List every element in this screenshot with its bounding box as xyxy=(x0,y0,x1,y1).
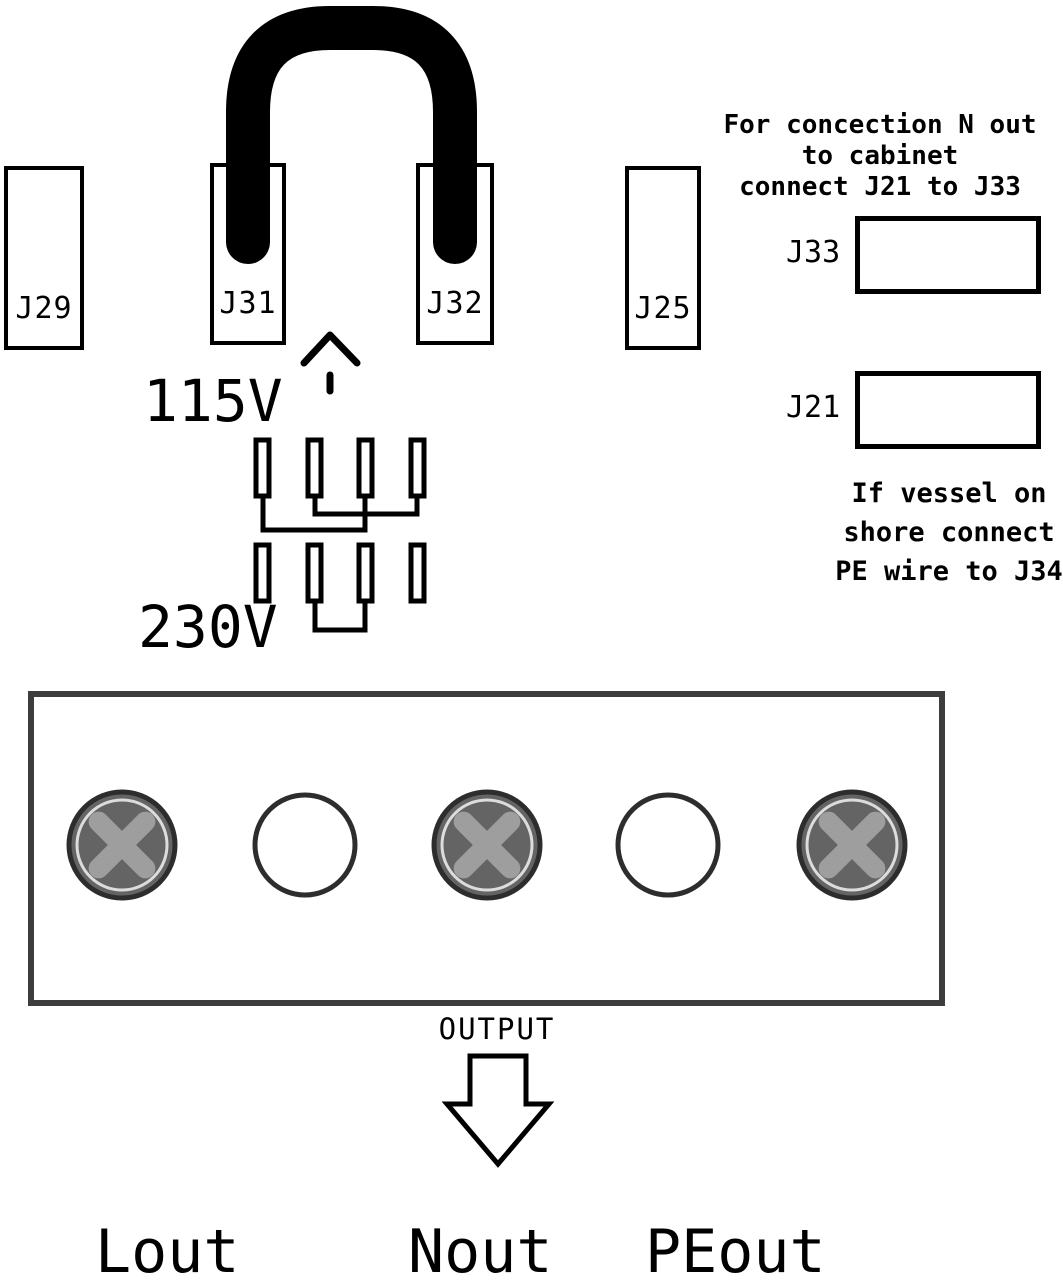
links-230v xyxy=(312,601,368,633)
connector-j25: J25 xyxy=(625,166,701,350)
note-top-line-3: connect J21 to J33 xyxy=(739,172,1021,202)
jumper-wire-icon xyxy=(226,6,477,264)
connector-j31-label: J31 xyxy=(219,286,277,321)
screw-icon xyxy=(796,789,908,901)
up-arrow-icon xyxy=(300,331,361,395)
connector-j25-label: J25 xyxy=(634,291,692,326)
links-115v xyxy=(260,496,420,533)
note-top-line-1: For concection N out xyxy=(723,110,1037,140)
output-label: OUTPUT xyxy=(438,1012,556,1046)
note-bottom-line-3: PE wire to J34 xyxy=(835,556,1063,587)
screw-icon xyxy=(431,789,543,901)
pin-row-115v xyxy=(253,437,427,499)
note-bottom-line-1: If vessel on xyxy=(851,478,1047,509)
terminal-lout-label: Lout xyxy=(95,1217,240,1287)
connector-j33-label: J33 xyxy=(786,235,841,270)
terminal-holes xyxy=(66,789,908,901)
connector-j29: J29 xyxy=(4,166,84,350)
note-pe-wire-j34: If vessel on shore connect PE wire to J3… xyxy=(833,474,1063,591)
terminal-hole xyxy=(615,792,721,898)
note-connect-j21-j33: For concection N out to cabinet connect … xyxy=(700,110,1060,203)
terminal-peout-label: PEout xyxy=(645,1217,826,1287)
down-arrow-icon xyxy=(441,1053,555,1168)
pin-row-230v xyxy=(253,542,427,604)
screw-icon xyxy=(66,789,178,901)
connector-j32-label: J32 xyxy=(426,286,484,321)
voltage-230v-label: 230V xyxy=(138,593,278,661)
note-top-line-2: to cabinet xyxy=(801,141,959,171)
connector-j21-label: J21 xyxy=(786,390,841,425)
note-bottom-line-2: shore connect xyxy=(843,517,1055,548)
jumper-pins xyxy=(253,437,427,633)
connector-j21 xyxy=(855,371,1041,449)
connector-j29-label: J29 xyxy=(15,291,73,326)
terminal-nout-label: Nout xyxy=(408,1217,553,1287)
terminal-hole xyxy=(252,792,358,898)
connector-j33 xyxy=(855,216,1041,294)
voltage-115v-label: 115V xyxy=(143,367,283,435)
